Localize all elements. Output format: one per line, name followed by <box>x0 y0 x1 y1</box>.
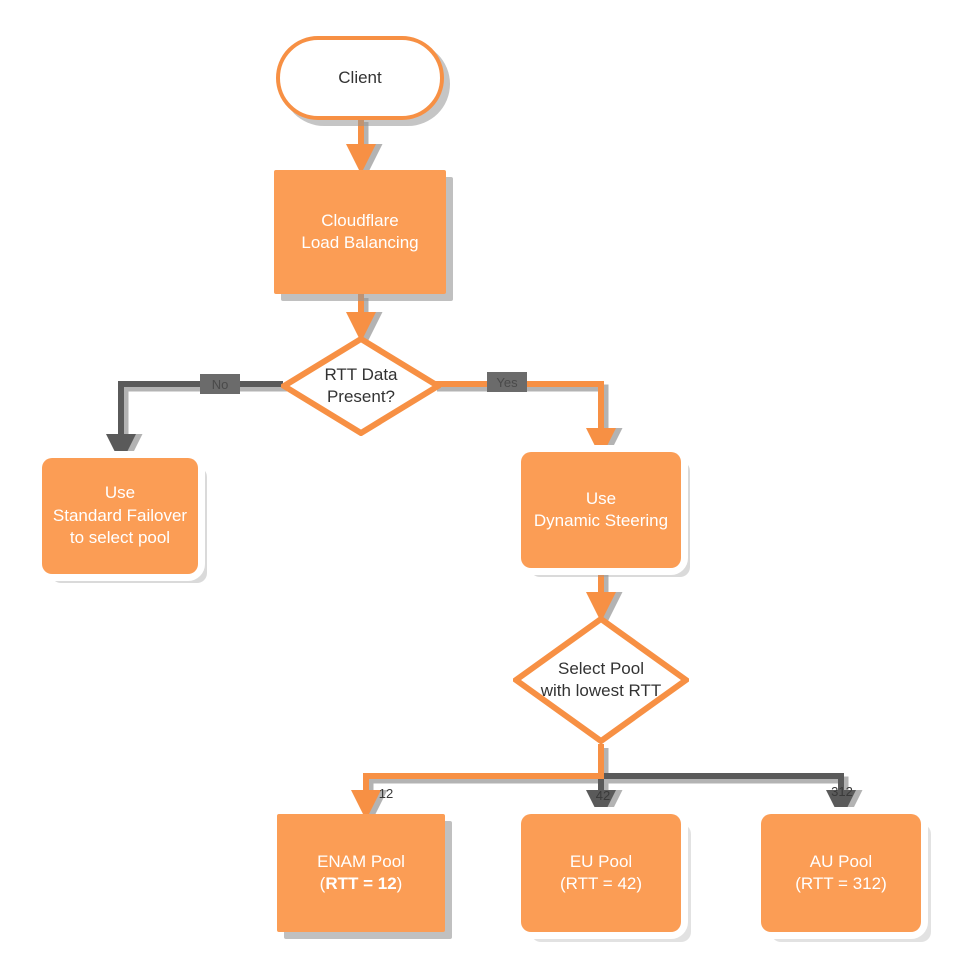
node-eu-pool-paren-close: ) <box>636 874 643 893</box>
edge-label-eu-rtt: 42 <box>588 786 618 804</box>
node-eu-pool-paren-open: ( <box>559 874 566 893</box>
edge-label-au-rtt-text: 312 <box>831 783 853 799</box>
node-cloudflare-load-balancing-label: Cloudflare Load Balancing <box>301 210 419 252</box>
node-enam-pool-paren-close: ) <box>396 874 403 893</box>
edge-label-yes: Yes <box>487 372 527 392</box>
node-cloudflare-load-balancing[interactable]: Cloudflare Load Balancing <box>274 170 446 294</box>
diamond-shape-select-pool <box>513 616 689 744</box>
node-enam-pool-label: ENAM Pool <box>317 851 405 871</box>
edge-label-au-rtt: 312 <box>826 782 858 800</box>
node-select-pool-lowest-rtt[interactable]: Select Pool with lowest RTT <box>513 616 689 744</box>
node-rtt-data-present[interactable]: RTT Data Present? <box>281 336 441 436</box>
node-eu-pool-text: EU Pool (RTT = 42) <box>560 851 642 896</box>
edge-label-no: No <box>200 374 240 394</box>
edge-group-inactive <box>106 381 856 820</box>
node-enam-pool-text: ENAM Pool (RTT = 12) <box>317 851 405 896</box>
node-enam-pool-rtt: RTT = 12 <box>325 874 397 893</box>
node-au-pool-paren-close: ) <box>881 874 887 893</box>
node-dynamic-steering[interactable]: Use Dynamic Steering <box>521 452 681 568</box>
node-enam-pool[interactable]: ENAM Pool (RTT = 12) <box>277 814 445 932</box>
edge-label-enam-rtt-text: 12 <box>378 785 394 801</box>
node-au-pool-label: AU Pool <box>809 851 873 871</box>
node-enam-pool-paren-open: ( <box>319 874 326 893</box>
edge-label-enam-rtt: 12 <box>371 784 401 802</box>
edge-label-no-text: No <box>211 376 229 392</box>
edge-selpool-au <box>601 773 856 820</box>
node-dynamic-steering-label: Use Dynamic Steering <box>533 488 669 530</box>
edge-rttq-failover <box>106 381 283 464</box>
edge-shadows <box>107 122 863 825</box>
node-eu-pool-rtt: RTT = 42 <box>565 874 637 893</box>
node-standard-failover[interactable]: Use Standard Failover to select pool <box>42 458 198 574</box>
node-client[interactable]: Client <box>276 36 444 120</box>
edge-rttq-dynamic <box>433 381 616 458</box>
node-eu-pool-label: EU Pool <box>569 851 633 871</box>
node-au-pool-paren-open: ( <box>795 874 801 893</box>
node-standard-failover-label: Use Standard Failover to select pool <box>52 483 188 548</box>
node-au-pool[interactable]: AU Pool (RTT = 312) <box>761 814 921 932</box>
diamond-shape-rtt <box>281 336 441 436</box>
node-au-pool-rtt: RTT = 312 <box>800 874 882 893</box>
node-eu-pool[interactable]: EU Pool (RTT = 42) <box>521 814 681 932</box>
edge-selpool-enam <box>351 744 604 820</box>
node-au-pool-text: AU Pool (RTT = 312) <box>795 851 887 896</box>
node-client-label: Client <box>338 67 382 87</box>
edge-label-yes-text: Yes <box>496 374 518 390</box>
edge-label-eu-rtt-text: 42 <box>595 787 611 803</box>
